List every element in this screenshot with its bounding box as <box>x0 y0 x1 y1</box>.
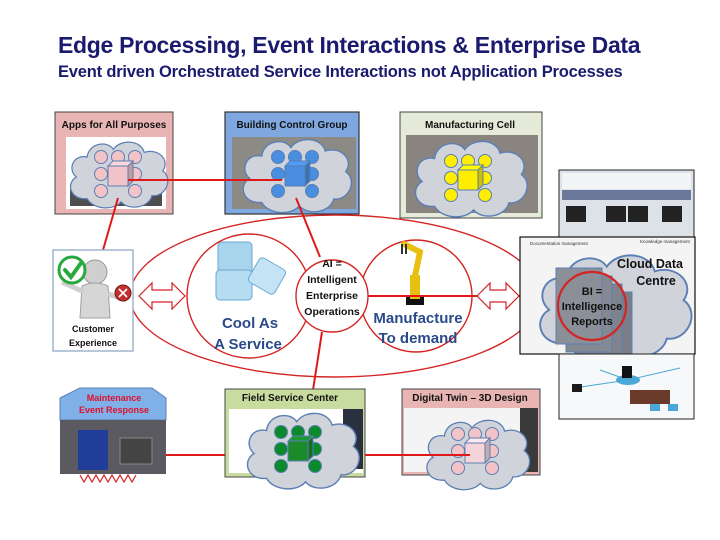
node-cluster <box>444 154 492 202</box>
node-cluster <box>451 427 499 475</box>
node-cluster <box>271 150 319 198</box>
maintenance-event-response[interactable]: Maintenance Event Response <box>59 387 167 484</box>
service-node <box>444 188 458 202</box>
cloud-data-centre[interactable]: Documentation management Knowledge manag… <box>519 236 696 369</box>
service-node <box>271 167 285 181</box>
small-label: Documentation management <box>530 241 589 246</box>
service-node <box>271 184 285 198</box>
office-photo <box>558 169 695 241</box>
service-node <box>485 427 499 441</box>
bi-label-line1: BI = <box>582 286 602 298</box>
double-arrow-right <box>476 281 520 311</box>
maintenance-label-line2: Event Response <box>79 405 149 415</box>
cloud-title-line2: Centre <box>636 274 676 288</box>
cube-icon <box>457 169 479 191</box>
service-node <box>274 459 288 473</box>
group-label: Manufacturing Cell <box>425 120 515 131</box>
page-title: Edge Processing, Event Interactions & En… <box>58 32 641 58</box>
service-node <box>451 427 465 441</box>
group-manufacturing[interactable]: Manufacturing Cell <box>399 111 543 219</box>
bi-ring <box>556 270 628 342</box>
torn-edge <box>79 473 137 484</box>
service-node <box>444 154 458 168</box>
service-node <box>94 167 108 181</box>
checkmark-icon <box>57 255 87 285</box>
cube-side <box>307 434 314 463</box>
service-node <box>274 442 288 456</box>
service-node <box>478 188 492 202</box>
service-node <box>308 425 322 439</box>
service-node <box>305 150 319 164</box>
group-label: Building Control Group <box>236 120 347 131</box>
ai-label-line3: Enterprise <box>306 290 358 302</box>
page-subtitle: Event driven Orchestrated Service Intera… <box>58 63 623 81</box>
service-node <box>444 171 458 185</box>
customer-label-line1: Customer <box>72 324 115 334</box>
connector-building-ai <box>295 197 321 258</box>
network-diagram-photo <box>558 353 695 420</box>
reject-x-icon <box>114 284 132 302</box>
group-field-service[interactable]: Field Service Center <box>224 388 366 490</box>
technician-figure <box>78 430 108 470</box>
group-apps[interactable]: Apps for All Purposes <box>54 111 174 215</box>
ice-cubes-icon <box>215 241 287 301</box>
node-cluster <box>274 425 322 473</box>
service-node <box>94 184 108 198</box>
service-node <box>271 150 285 164</box>
group-label: Digital Twin – 3D Design <box>412 393 527 404</box>
service-node <box>94 150 108 164</box>
equipment <box>119 437 153 465</box>
connector-apps-customer <box>102 197 119 251</box>
cube-icon <box>107 165 129 187</box>
cube-icon <box>284 165 306 187</box>
customer-experience[interactable]: Customer Experience <box>52 249 134 352</box>
cool-as-a-service[interactable]: Cool As A Service <box>186 233 312 359</box>
group-digital-twin[interactable]: Digital Twin – 3D Design <box>401 388 541 491</box>
service-node <box>478 154 492 168</box>
cube-icon <box>287 440 309 462</box>
cube-side <box>477 163 484 192</box>
service-label-line2: To demand <box>379 330 458 347</box>
bi-label-line3: Reports <box>571 316 613 328</box>
ai-label-line2: Intelligent <box>307 274 357 286</box>
service-node <box>274 425 288 439</box>
service-node <box>485 461 499 475</box>
robot-arm-icon <box>401 241 424 305</box>
service-node <box>128 184 142 198</box>
manufacture-to-demand[interactable]: Manufacture To demand <box>359 239 473 353</box>
double-arrow-left <box>138 281 186 311</box>
service-node <box>308 459 322 473</box>
maintenance-label-line1: Maintenance <box>87 393 142 403</box>
cube-icon <box>464 442 486 464</box>
cube-side <box>127 159 134 188</box>
cube-side <box>304 159 311 188</box>
group-label: Apps for All Purposes <box>62 120 167 131</box>
group-building[interactable]: Building Control Group <box>224 111 360 215</box>
small-label: Knowledge management <box>640 239 691 244</box>
server-stack-icon <box>555 267 633 369</box>
person-figure-icon <box>60 259 127 319</box>
customer-label-line2: Experience <box>69 338 117 348</box>
bi-label-line2: Intelligence <box>562 301 623 313</box>
service-label-line1: Cool As <box>222 315 278 332</box>
ai-label-line1: AI = <box>322 258 342 270</box>
service-node <box>128 150 142 164</box>
service-node <box>451 461 465 475</box>
service-node <box>305 184 319 198</box>
cloud-title-line1: Cloud Data <box>617 257 684 271</box>
service-label-line2: A Service <box>214 336 282 353</box>
cube-side <box>484 436 491 465</box>
ai-intelligent-operations[interactable]: AI = Intelligent Enterprise Operations <box>295 258 388 333</box>
ai-label-line4: Operations <box>304 306 360 318</box>
service-label-line1: Manufacture <box>373 310 462 327</box>
group-label: Field Service Center <box>242 393 338 404</box>
